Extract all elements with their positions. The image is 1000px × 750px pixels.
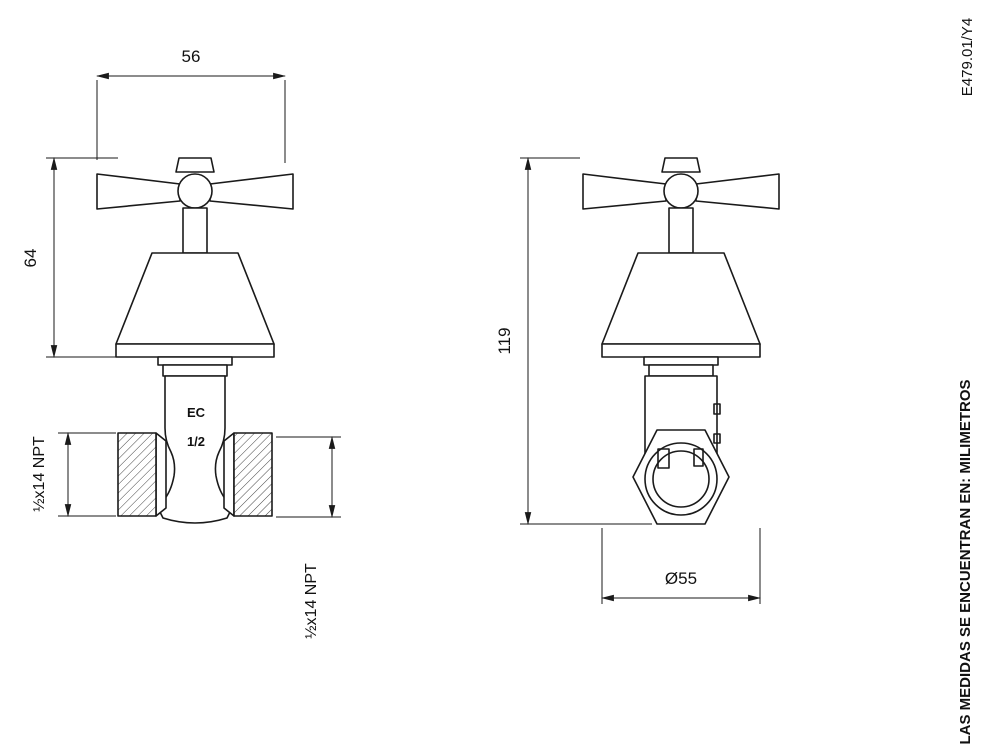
units-note: LAS MEDIDAS SE ENCUENTRAN EN: MILIMETROS <box>957 379 974 744</box>
outlet-circle-inner <box>652 450 710 508</box>
dim-handle-width-value: 56 <box>182 47 201 66</box>
dimension-handle-width: 56 <box>95 47 287 163</box>
side-handle-and-cone <box>582 157 780 377</box>
front-view: EC 1/2 <box>96 157 294 524</box>
front-handle-and-cone <box>96 157 294 377</box>
outlet-circle-outer <box>644 442 718 516</box>
left-port-collar <box>155 432 167 517</box>
dim-total-height-value: 119 <box>495 327 514 354</box>
right-threaded-port <box>233 432 273 517</box>
dimension-total-height: 119 <box>495 156 652 526</box>
outlet-thread-label: ½x14 NPT <box>303 563 320 639</box>
set-screw-upper <box>713 403 721 415</box>
dim-height-64-value: 64 <box>21 249 40 268</box>
valve-body-outline <box>159 375 231 524</box>
front-valve-body: EC 1/2 <box>117 375 273 524</box>
drawing-ref-code: E479.01/Y4 <box>959 18 976 96</box>
dimension-inlet-thread: ½x14 NPT <box>31 431 116 518</box>
dimension-outlet-thread: ½x14 NPT <box>276 435 341 639</box>
side-valve-body <box>632 375 730 525</box>
body-marking-line1: EC <box>187 405 206 420</box>
body-marking-line2: 1/2 <box>187 434 205 449</box>
left-threaded-port <box>117 432 157 517</box>
inner-tab-right <box>693 448 704 467</box>
dim-base-diameter-value: Ø55 <box>665 569 697 588</box>
inner-tab-left <box>657 448 670 469</box>
dimension-base-diameter: Ø55 <box>600 528 762 604</box>
set-screw-lower <box>713 433 721 444</box>
right-port-collar <box>223 432 235 517</box>
side-view <box>582 157 780 525</box>
dimension-handle-to-base-height: 64 <box>21 156 124 359</box>
inlet-thread-label: ½x14 NPT <box>31 436 48 512</box>
